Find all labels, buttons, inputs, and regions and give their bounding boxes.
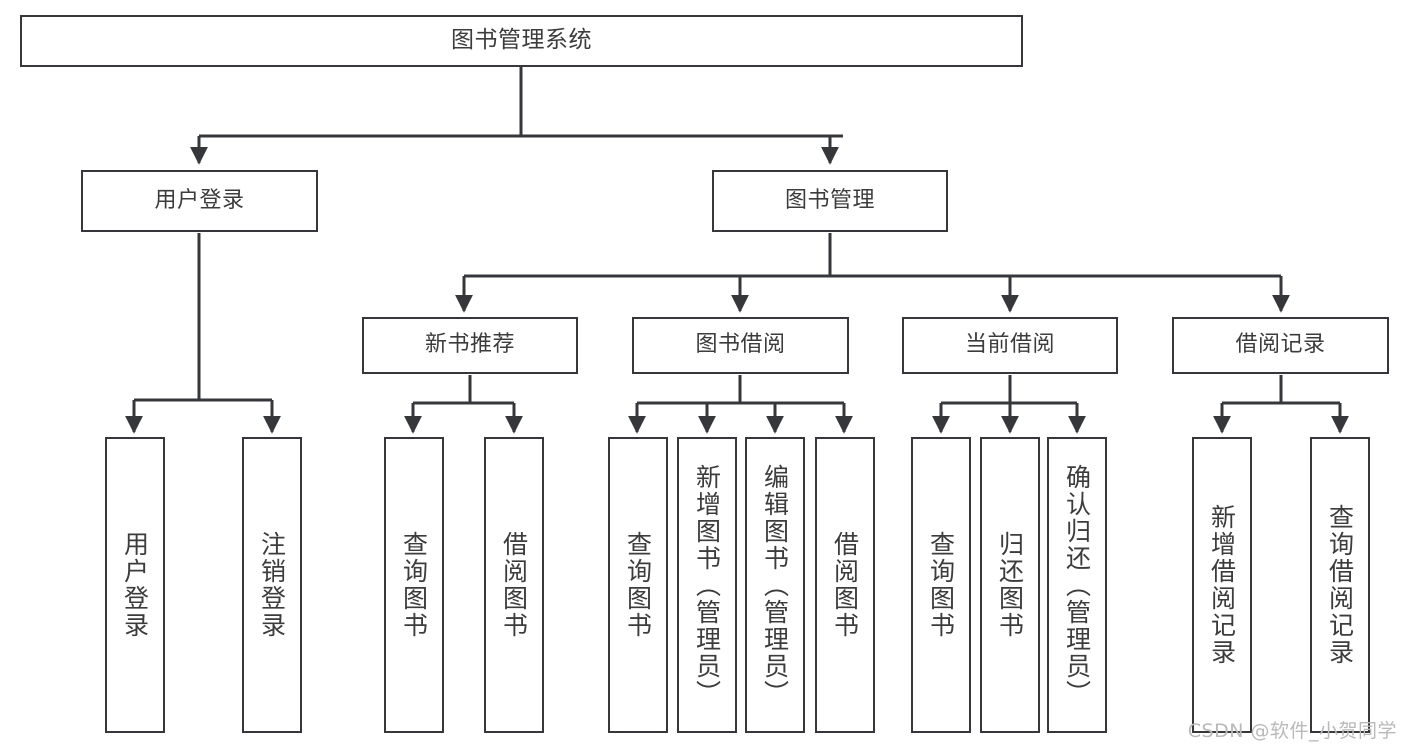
node-label: 查询图书 [623,531,653,639]
node-label: 新增图书（管理员） [692,463,722,707]
leaf-query-book-current[interactable]: 查询图书 [911,437,971,733]
node-new-book-recommend[interactable]: 新书推荐 [362,317,578,374]
node-label: 新增借阅记录 [1207,504,1237,666]
leaf-add-book[interactable]: 新增图书（管理员） [677,437,737,733]
node-label: 借阅图书 [830,531,860,639]
node-label: 图书管理系统 [451,27,592,54]
node-label: 归还图书 [995,531,1025,639]
node-label: 注销登录 [257,531,287,639]
leaf-query-book-recommend[interactable]: 查询图书 [384,437,444,733]
node-root-system[interactable]: 图书管理系统 [20,15,1023,67]
node-label: 借阅记录 [1235,332,1326,358]
leaf-logout[interactable]: 注销登录 [242,437,302,733]
leaf-borrow-book[interactable]: 借阅图书 [815,437,875,733]
node-label: 借阅图书 [499,531,529,639]
node-borrow-record[interactable]: 借阅记录 [1172,317,1389,374]
node-current-borrow[interactable]: 当前借阅 [902,317,1118,374]
node-label: 查询图书 [926,531,956,639]
leaf-borrow-book-recommend[interactable]: 借阅图书 [484,437,544,733]
node-label: 查询图书 [399,531,429,639]
leaf-return-book[interactable]: 归还图书 [980,437,1040,733]
watermark: CSDN @软件_小贺同学 [1187,720,1397,742]
leaf-add-borrow-record[interactable]: 新增借阅记录 [1192,437,1252,733]
leaf-edit-book[interactable]: 编辑图书（管理员） [745,437,805,733]
node-label: 图书管理 [784,187,875,213]
leaf-user-login[interactable]: 用户登录 [105,437,165,733]
leaf-query-borrow-record[interactable]: 查询借阅记录 [1310,437,1370,733]
node-book-borrow[interactable]: 图书借阅 [632,317,849,374]
node-book-management[interactable]: 图书管理 [712,170,948,232]
node-label: 图书借阅 [695,332,786,358]
node-label: 当前借阅 [964,332,1055,358]
node-label: 确认归还（管理员） [1062,463,1092,707]
leaf-confirm-return[interactable]: 确认归还（管理员） [1047,437,1107,733]
node-label: 编辑图书（管理员） [760,463,790,707]
node-user-login[interactable]: 用户登录 [81,170,318,232]
node-label: 用户登录 [154,187,245,213]
leaf-query-book-borrow[interactable]: 查询图书 [608,437,668,733]
node-label: 新书推荐 [424,332,515,358]
node-label: 查询借阅记录 [1325,504,1355,666]
node-label: 用户登录 [120,531,150,639]
